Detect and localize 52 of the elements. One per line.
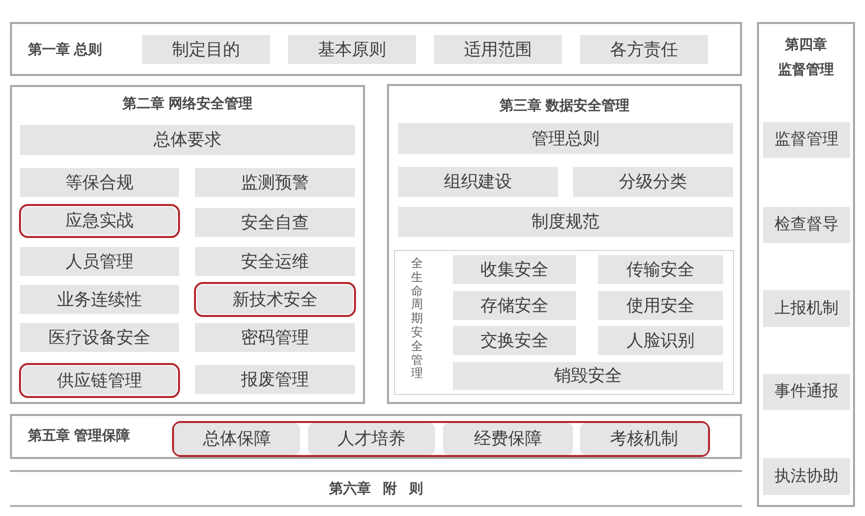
topic-tile: 人员管理 <box>20 247 179 276</box>
chapter-panel <box>10 414 742 459</box>
topic-tile: 销毁安全 <box>453 362 723 390</box>
chapter-band: 第六章 附 则 <box>10 470 742 507</box>
topic-tile: 经费保障 <box>443 423 573 455</box>
topic-tile: 管理总则 <box>398 123 733 154</box>
topic-tile: 执法协助 <box>763 458 850 495</box>
chapter-heading: 第四章 <box>785 35 827 54</box>
highlight-frame <box>172 421 710 457</box>
topic-tile: 检查督导 <box>763 207 850 243</box>
chapter-heading: 第一章 总则 <box>28 41 102 57</box>
topic-tile: 分级分类 <box>573 167 733 197</box>
topic-tile: 总体要求 <box>20 125 355 155</box>
topic-tile: 供应链管理 <box>22 366 177 395</box>
topic-tile: 等保合规 <box>20 168 179 197</box>
topic-tile: 制定目的 <box>142 35 270 64</box>
topic-tile: 存储安全 <box>453 291 576 320</box>
topic-tile: 上报机制 <box>763 290 850 327</box>
topic-tile: 新技术安全 <box>197 285 353 314</box>
topic-tile: 适用范围 <box>434 35 562 64</box>
topic-tile: 密码管理 <box>195 323 355 352</box>
topic-tile: 应急实战 <box>22 207 177 235</box>
chapter-panel <box>10 85 365 404</box>
chapter-panel <box>10 22 742 76</box>
chapter-heading: 监督管理 <box>778 60 834 79</box>
topic-tile: 各方责任 <box>580 35 708 64</box>
vertical-heading: 全生命周期安全管理 <box>411 257 423 382</box>
topic-tile: 事件通报 <box>763 374 850 410</box>
topic-tile: 基本原则 <box>288 35 416 64</box>
topic-tile: 组织建设 <box>398 167 558 197</box>
topic-tile: 监测预警 <box>195 168 355 197</box>
topic-tile: 报废管理 <box>195 365 355 394</box>
chapter-heading: 第二章 网络安全管理 <box>122 95 252 111</box>
lifecycle-panel <box>394 250 734 395</box>
chapter-heading: 第三章 数据安全管理 <box>500 97 630 113</box>
chapter-panel <box>387 84 742 404</box>
topic-tile: 医疗设备安全 <box>20 323 179 352</box>
topic-tile: 人才培养 <box>308 423 435 455</box>
topic-tile: 安全自查 <box>195 208 355 237</box>
chapter-panel <box>757 22 855 507</box>
topic-tile: 监督管理 <box>763 122 850 158</box>
topic-tile: 人脸识别 <box>598 326 723 355</box>
topic-tile: 业务连续性 <box>20 285 179 314</box>
topic-tile: 交换安全 <box>453 326 576 355</box>
topic-tile: 考核机制 <box>580 423 708 455</box>
topic-tile: 安全运维 <box>195 247 355 276</box>
topic-tile: 总体保障 <box>174 423 300 455</box>
topic-tile: 传输安全 <box>598 255 723 284</box>
chapter-heading: 第五章 管理保障 <box>28 427 130 443</box>
topic-tile: 使用安全 <box>598 291 723 320</box>
topic-tile: 制度规范 <box>398 207 733 237</box>
topic-tile: 收集安全 <box>453 255 576 284</box>
